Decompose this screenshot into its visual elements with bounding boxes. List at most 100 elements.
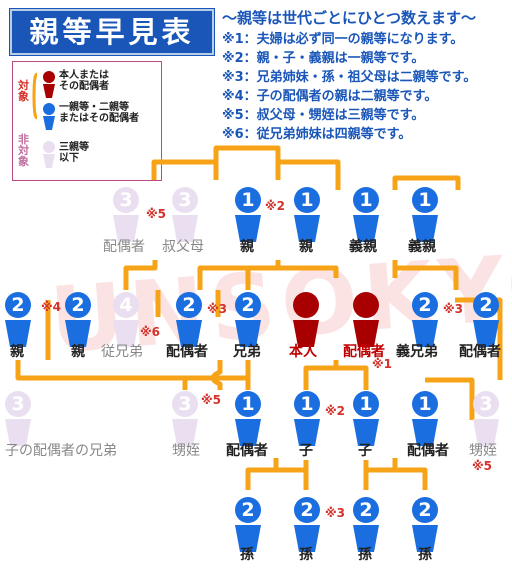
note-1: ※1：夫婦は必ず同一の親等になります。 <box>222 32 464 47</box>
person-blue-icon: 1 <box>235 391 261 446</box>
connector-line <box>151 159 216 180</box>
person-degree-number: 1 <box>300 393 313 415</box>
mark-5-left: ※5 <box>201 393 222 407</box>
person-degree-number: 2 <box>241 294 254 316</box>
label-child-spouse-parent-2: 親 <box>71 344 85 360</box>
label-grandchild-2: 孫 <box>299 547 313 563</box>
connector-line <box>123 260 158 290</box>
person-degree-number: 2 <box>241 499 254 521</box>
note-5: ※5：叔父母・甥姪は三親等です。 <box>222 108 425 123</box>
connector-line <box>455 297 503 380</box>
label-in-law-parent-2: 義親 <box>408 239 436 255</box>
label-uncle-aunt: 叔父母 <box>162 239 204 255</box>
person-degree-number: 4 <box>119 294 132 316</box>
person-blue-icon: 2 <box>235 497 261 552</box>
label-parent-1: 親 <box>240 239 254 255</box>
person-degree-number: 2 <box>11 294 24 316</box>
person-blue-icon: 2 <box>473 292 499 347</box>
label-cousin: 従兄弟 <box>101 344 143 360</box>
label-grandchild-4: 孫 <box>418 547 432 563</box>
mark-3-right: ※3 <box>443 302 464 316</box>
person-degree-number: 2 <box>418 499 431 521</box>
legend-target-label: 対象 <box>18 79 29 103</box>
label-uncle-spouse: 配偶者 <box>103 239 145 255</box>
label-self: 本人 <box>289 344 317 360</box>
label-child-spouse: 配偶者 <box>226 443 268 459</box>
note-2: ※2：親・子・義親は一親等です。 <box>222 51 425 66</box>
label-grandchild-1: 孫 <box>240 547 254 563</box>
legend-gray-person-icon <box>43 141 55 168</box>
person-degree-number: 2 <box>359 499 372 521</box>
person-blue-icon: 1 <box>294 391 320 446</box>
note-4: ※4：子の配偶者の親は二親等です。 <box>222 89 438 104</box>
person-blue-icon: 1 <box>353 391 379 446</box>
note-6: ※6：従兄弟姉妹は四親等です。 <box>222 127 412 142</box>
person-blue-icon: 2 <box>5 292 31 347</box>
person-degree-number: 3 <box>178 393 191 415</box>
connector-line <box>210 360 223 390</box>
legend-red-person-icon <box>43 71 55 98</box>
person-red-icon <box>353 292 379 347</box>
mark-1: ※1 <box>372 357 393 371</box>
connector-line <box>213 145 281 162</box>
legend-blue-person-icon <box>43 103 55 130</box>
legend-non-target-label: 非対象 <box>18 133 29 168</box>
connector-line <box>15 360 251 390</box>
person-degree-number: 1 <box>418 393 431 415</box>
label-child-spouse-parent-1: 親 <box>10 344 24 360</box>
notes-heading: 〜親等は世代ごとにひとつ数えます〜 <box>222 9 476 27</box>
person-degree-number: 2 <box>182 294 195 316</box>
label-self-spouse: 配偶者 <box>343 344 385 360</box>
connector-line <box>278 159 341 180</box>
person-degree-number: 1 <box>359 189 372 211</box>
connector-line <box>275 260 339 278</box>
label-in-law-sibling: 義兄弟 <box>396 344 438 360</box>
person-blue-icon: 2 <box>65 292 91 347</box>
mark-2-top: ※2 <box>265 199 286 213</box>
mark-4: ※4 <box>41 300 62 314</box>
legend-third-below: 三親等 以下 <box>59 142 89 164</box>
note-3: ※3：兄弟姉妹・孫・祖父母は二親等です。 <box>222 70 477 85</box>
label-nephew-niece-left: 甥姪 <box>172 443 200 459</box>
person-blue-icon: 1 <box>412 391 438 446</box>
person-red-icon <box>293 292 319 347</box>
person-gray-icon: 3 <box>172 391 198 446</box>
mark-3-bottom: ※3 <box>325 506 346 520</box>
label-sibling-spouse: 配偶者 <box>166 344 208 360</box>
connector-line <box>425 377 475 420</box>
label-nephew-niece-right: 甥姪 <box>469 443 497 459</box>
page-title: 親等早見表 <box>10 9 214 55</box>
label-child-1: 子 <box>299 443 313 459</box>
person-blue-icon: 2 <box>412 497 438 552</box>
label-child-spouse-sibling: 子の配偶者の兄弟 <box>5 443 117 459</box>
connector-line <box>303 360 339 390</box>
person-degree-number: 3 <box>479 393 492 415</box>
person-blue-icon: 2 <box>235 292 261 347</box>
legend: 対象 非対象 本人または その配偶者 一親等・二親等 またはその配偶者 三親等 … <box>12 61 162 181</box>
person-gray-icon: 4 <box>113 292 139 347</box>
label-sibling: 兄弟 <box>233 344 261 360</box>
person-blue-icon: 2 <box>412 292 438 347</box>
person-degree-number: 2 <box>300 499 313 521</box>
person-degree-number: 1 <box>418 189 431 211</box>
person-gray-icon: 3 <box>113 187 139 242</box>
connector-line <box>245 265 278 290</box>
person-degree-number: 3 <box>11 393 24 415</box>
person-degree-number: 1 <box>300 189 313 211</box>
person-gray-icon: 3 <box>473 391 499 446</box>
label-grandchild-3: 孫 <box>358 547 372 563</box>
person-degree-number: 2 <box>479 294 492 316</box>
person-blue-icon: 1 <box>412 187 438 242</box>
label-parent-2: 親 <box>299 239 313 255</box>
person-degree-number: 1 <box>359 393 372 415</box>
connector-line <box>395 265 459 290</box>
person-blue-icon: 2 <box>353 497 379 552</box>
person-gray-icon: 3 <box>5 391 31 446</box>
person-blue-icon: 1 <box>353 187 379 242</box>
connector-line <box>336 365 369 390</box>
person-degree-number: 1 <box>241 393 254 415</box>
label-child-2-spouse: 配偶者 <box>407 443 449 459</box>
legend-icons <box>32 71 55 168</box>
person-degree-number: 2 <box>71 294 84 316</box>
